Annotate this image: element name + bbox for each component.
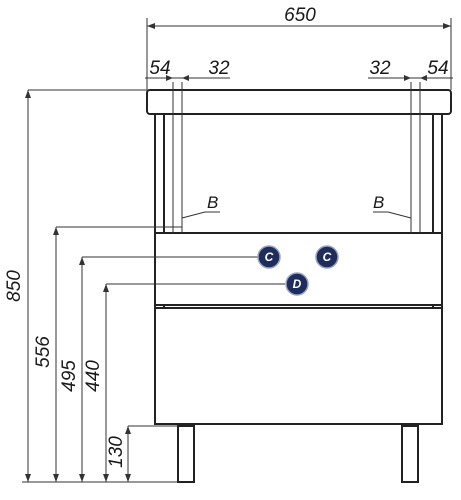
dimension-54-left: 54 (149, 58, 170, 79)
dimension-440-label: 440 (83, 360, 104, 392)
label-b-left: B (207, 193, 218, 212)
marker-c-left-label: C (265, 250, 274, 264)
marker-c-right: C (315, 245, 339, 269)
dimension-850-label: 850 (4, 270, 25, 302)
marker-d-label: D (293, 277, 302, 291)
dimension-heights: 850 556 495 440 130 (4, 89, 285, 483)
countertop (146, 89, 452, 115)
dimension-offsets: 54 32 32 54 (145, 58, 453, 81)
dimension-32-left: 32 (208, 58, 230, 79)
label-b-left-group: B (181, 193, 220, 219)
dimension-width: 650 (146, 5, 452, 90)
dimension-556-label: 556 (33, 336, 54, 368)
dimension-650-label: 650 (284, 5, 316, 26)
dimension-495-label: 495 (59, 360, 80, 392)
label-b-right-group: B (373, 193, 412, 219)
marker-c-left: C (257, 245, 281, 269)
dimension-130-label: 130 (106, 436, 127, 468)
marker-c-right-label: C (323, 250, 332, 264)
dimension-32-right: 32 (369, 58, 391, 79)
marker-d: D (285, 272, 309, 296)
dimension-54-right: 54 (427, 58, 448, 79)
label-b-right: B (373, 193, 384, 212)
cabinet (146, 82, 452, 483)
right-leg (401, 425, 419, 483)
left-leg (177, 425, 195, 483)
lower-drawer (154, 307, 443, 425)
